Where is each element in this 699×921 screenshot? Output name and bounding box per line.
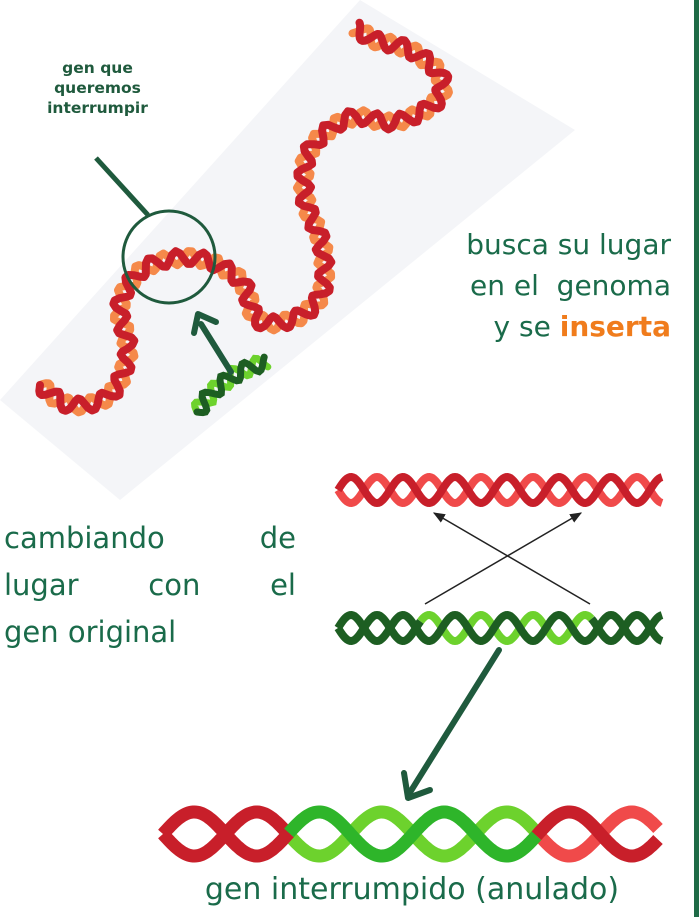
chromosome-strand [35,18,453,417]
swap-caption-line-3: gen original [4,615,177,649]
swap-caption-line-1: cambiando de [4,521,296,555]
insertion-caption: busca su lugar en el genoma y se inserta [466,224,671,347]
chromosome-double-helix [334,472,664,508]
background-panel [0,0,575,500]
right-border [694,0,699,917]
insertion-caption-line-3: y se inserta [466,306,671,347]
callout-line-3: interrumpir [47,99,148,117]
callout-line-1: gen que [62,59,133,77]
insertion-caption-line-1: busca su lugar [466,228,671,261]
insertion-arrow [191,311,234,375]
swap-caption-line-2: lugar con el [4,568,296,602]
swap-caption: cambiando de lugar con el gen original [4,515,296,656]
callout-pointer-line [94,156,150,217]
interrupted-gene-helix [158,805,663,863]
gene-double-helix [334,610,664,646]
swap-arrow-left [432,512,591,605]
callout-line-2: queremos [54,79,141,97]
callout-label: gen que queremos interrumpir [20,58,175,118]
insertion-highlight: inserta [559,310,671,343]
result-caption: gen interrumpido (anulado) [204,872,620,907]
insertion-caption-prefix: y se [493,310,560,343]
insertion-caption-line-2: en el genoma [470,269,671,302]
result-arrow [401,647,502,801]
swap-arrow-right [424,512,583,605]
inserting-gene-strand [190,353,272,417]
target-gene-circle [121,209,217,305]
